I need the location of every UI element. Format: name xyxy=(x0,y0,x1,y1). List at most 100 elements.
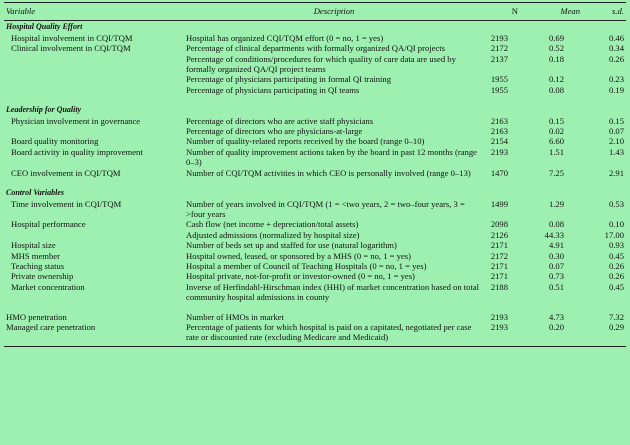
header-row: Variable Description N Mean s.d. xyxy=(4,1,626,22)
sd-cell: 0.34 xyxy=(608,43,624,54)
section-spacer xyxy=(4,303,626,312)
header-sd: s.d. xyxy=(582,1,626,22)
description-cell: Percentage of physicians participating i… xyxy=(186,74,391,85)
description-cell: Hospital owned, leased, or sponsored by … xyxy=(186,250,411,261)
description-cell: Hospital a member of Council of Teaching… xyxy=(186,260,427,271)
n-cell: 1955 xyxy=(490,84,508,95)
n-cell: 2171 xyxy=(490,271,508,282)
sd-cell: 0.26 xyxy=(608,260,624,271)
table-row: Adjusted admissions (normalized by hospi… xyxy=(4,230,626,240)
header-n: N xyxy=(484,1,520,22)
mean-cell: 7.25 xyxy=(548,167,564,178)
mean-cell: 0.69 xyxy=(548,32,564,43)
mean-cell: 0.15 xyxy=(548,115,564,126)
n-cell: 1470 xyxy=(490,167,508,178)
sd-cell: 0.15 xyxy=(608,115,624,126)
table-row: Hospital performance Cash flow (net incom… xyxy=(4,219,626,229)
table-row: Percentage of physicians participating i… xyxy=(4,85,626,95)
mean-cell: 44.33 xyxy=(544,229,564,240)
variable-cell: Managed care penetration xyxy=(4,321,184,347)
sd-cell: 0.26 xyxy=(608,271,624,282)
mean-cell: 1.29 xyxy=(548,198,564,209)
mean-cell: 0.08 xyxy=(548,219,564,230)
spacer-cell xyxy=(4,178,626,187)
section-heading-row: Control Variables xyxy=(4,187,626,198)
variable-cell: Hospital performance xyxy=(11,219,86,230)
variable-cell xyxy=(4,85,184,95)
sd-cell: 0.53 xyxy=(608,198,624,209)
description-cell: Percentage of physicians participating i… xyxy=(186,84,360,95)
description-cell: Percentage of clinical departments with … xyxy=(186,43,445,54)
n-cell: 2193 xyxy=(484,321,520,347)
n-cell: 2188 xyxy=(490,281,508,292)
variable-cell: Hospital involvement in CQI/TQM xyxy=(11,32,133,43)
sd-cell: 2.10 xyxy=(608,136,624,147)
description-cell: Number of CQI/TQM activities in which CE… xyxy=(186,167,471,178)
variable-cell xyxy=(4,230,184,240)
mean-cell: 4.91 xyxy=(548,240,564,251)
description-cell: Number of beds set up and staffed for us… xyxy=(186,240,397,251)
n-cell: 2163 xyxy=(490,126,508,137)
table-row: Percentage of conditions/procedures for … xyxy=(4,54,626,75)
sd-cell: 0.07 xyxy=(608,126,624,137)
variable-cell: Hospital size xyxy=(11,240,56,251)
description-cell: Inverse of Herfindahl-Hirschman index (H… xyxy=(186,281,480,303)
n-cell: 2126 xyxy=(490,229,508,240)
spacer-cell xyxy=(4,303,626,312)
descriptive-statistics-table: Variable Description N Mean s.d. Hospita… xyxy=(4,1,626,347)
section-heading-row: Hospital Quality Effort xyxy=(4,21,626,33)
variable-cell: MHS member xyxy=(11,250,60,261)
n-cell: 2171 xyxy=(490,260,508,271)
description-cell: Percentage of patients for which hospita… xyxy=(184,321,484,347)
n-cell: 2098 xyxy=(490,219,508,230)
sd-cell: 0.29 xyxy=(582,321,626,347)
section-spacer xyxy=(4,178,626,187)
sd-cell: 0.26 xyxy=(608,53,624,64)
variable-cell: HMO penetration xyxy=(6,311,67,322)
header-variable: Variable xyxy=(4,1,184,22)
table-row: CEO involvement in CQI/TQM Number of CQI/… xyxy=(4,168,626,178)
table-row: MHS member Hospital owned, leased, or spo… xyxy=(4,251,626,261)
n-cell: 2171 xyxy=(490,240,508,251)
mean-cell: 0.20 xyxy=(520,321,582,347)
section-title: Leadership for Quality xyxy=(6,105,82,115)
variable-cell: Market concentration xyxy=(11,281,85,292)
header-mean: Mean xyxy=(520,1,582,22)
section-heading-row: Leadership for Quality xyxy=(4,104,626,115)
variable-cell xyxy=(4,126,184,136)
description-cell: Number of years involved in CQI/TQM (1 =… xyxy=(186,198,465,219)
variable-cell xyxy=(4,54,184,75)
description-cell: Adjusted admissions (normalized by hospi… xyxy=(186,229,360,240)
n-cell: 1955 xyxy=(490,74,508,85)
variable-cell: Teaching status xyxy=(11,260,65,271)
mean-cell: 0.12 xyxy=(548,74,564,85)
mean-cell: 4.73 xyxy=(548,311,564,322)
mean-cell: 1.51 xyxy=(548,146,564,157)
sd-cell: 0.45 xyxy=(608,281,624,292)
mean-cell: 0.02 xyxy=(548,126,564,137)
n-cell: 1499 xyxy=(490,198,508,209)
description-cell: Number of HMOs in market xyxy=(186,311,284,322)
mean-cell: 6.60 xyxy=(548,136,564,147)
sd-cell: 0.23 xyxy=(608,74,624,85)
table-row: Hospital size Number of beds set up and s… xyxy=(4,240,626,250)
table-row: Teaching status Hospital a member of Coun… xyxy=(4,261,626,271)
sd-cell: 7.32 xyxy=(608,311,624,322)
variable-cell: CEO involvement in CQI/TQM xyxy=(11,167,121,178)
spacer-cell xyxy=(4,95,626,104)
description-cell: Percentage of conditions/procedures for … xyxy=(186,53,456,75)
n-cell: 2193 xyxy=(490,311,508,322)
mean-cell: 0.51 xyxy=(548,281,564,292)
table-row: Market concentration Inverse of Herfindah… xyxy=(4,282,626,303)
table-row: Percentage of physicians participating i… xyxy=(4,74,626,84)
sd-cell: 2.91 xyxy=(608,167,624,178)
description-cell: Cash flow (net income + depreciation/tot… xyxy=(186,219,359,230)
sd-cell: 17.00 xyxy=(604,229,624,240)
